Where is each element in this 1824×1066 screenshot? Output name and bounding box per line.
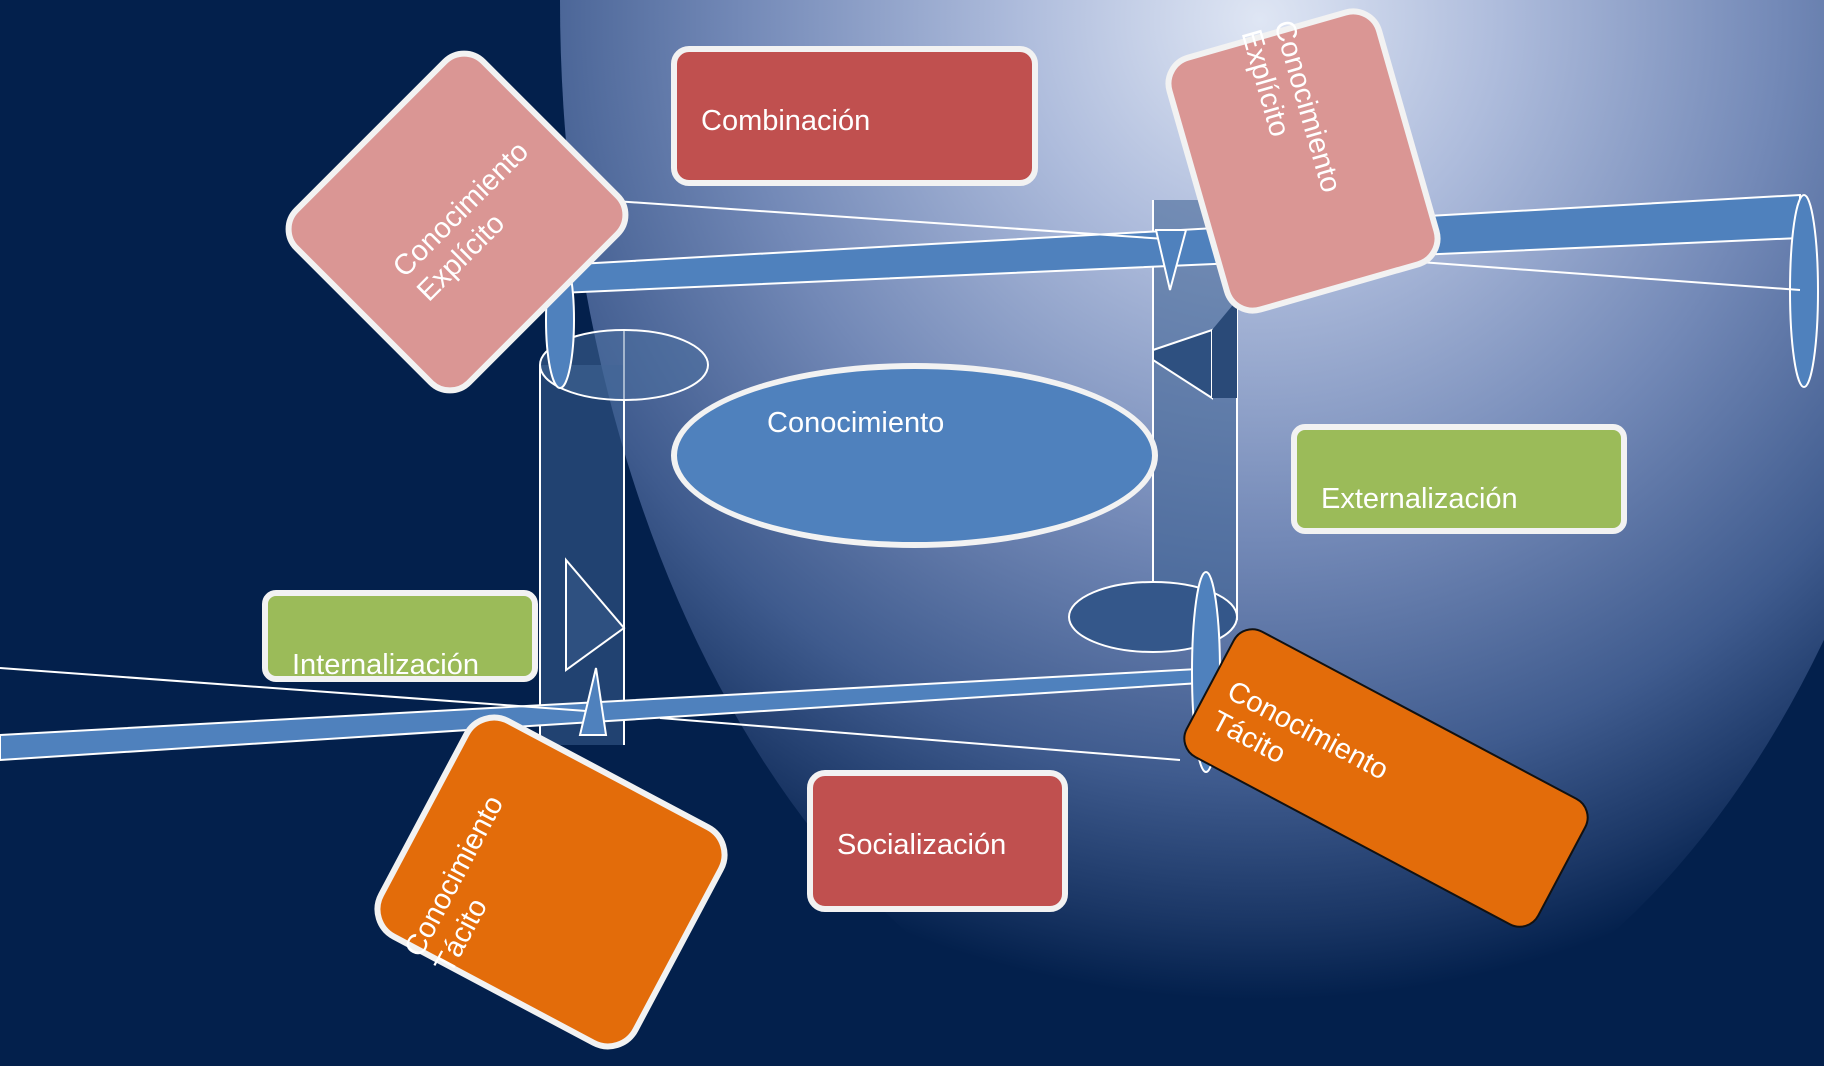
tacit-knowledge-right-label: Conocimiento Tácito — [1205, 674, 1394, 787]
process-externalizacion: Externalización — [1291, 424, 1627, 534]
process-socializacion-label: Socialización — [837, 829, 1007, 861]
process-combinacion-label: Combinación — [701, 105, 871, 137]
explicit-knowledge-left-label: Conocimiento Explícito — [386, 135, 536, 308]
center-knowledge-oval: Conocimiento — [671, 363, 1158, 548]
process-externalizacion-label: Externalización — [1321, 483, 1518, 515]
process-internalizacion: Internalización — [262, 590, 538, 682]
left-cylinder — [539, 329, 709, 745]
process-combinacion: Combinación — [671, 46, 1038, 186]
explicit-knowledge-right-label: Conocimiento Explícito — [1234, 16, 1347, 197]
process-internalizacion-label: Internalización — [292, 649, 479, 681]
center-label: Conocimiento — [767, 407, 945, 439]
process-socializacion: Socialización — [807, 770, 1068, 912]
